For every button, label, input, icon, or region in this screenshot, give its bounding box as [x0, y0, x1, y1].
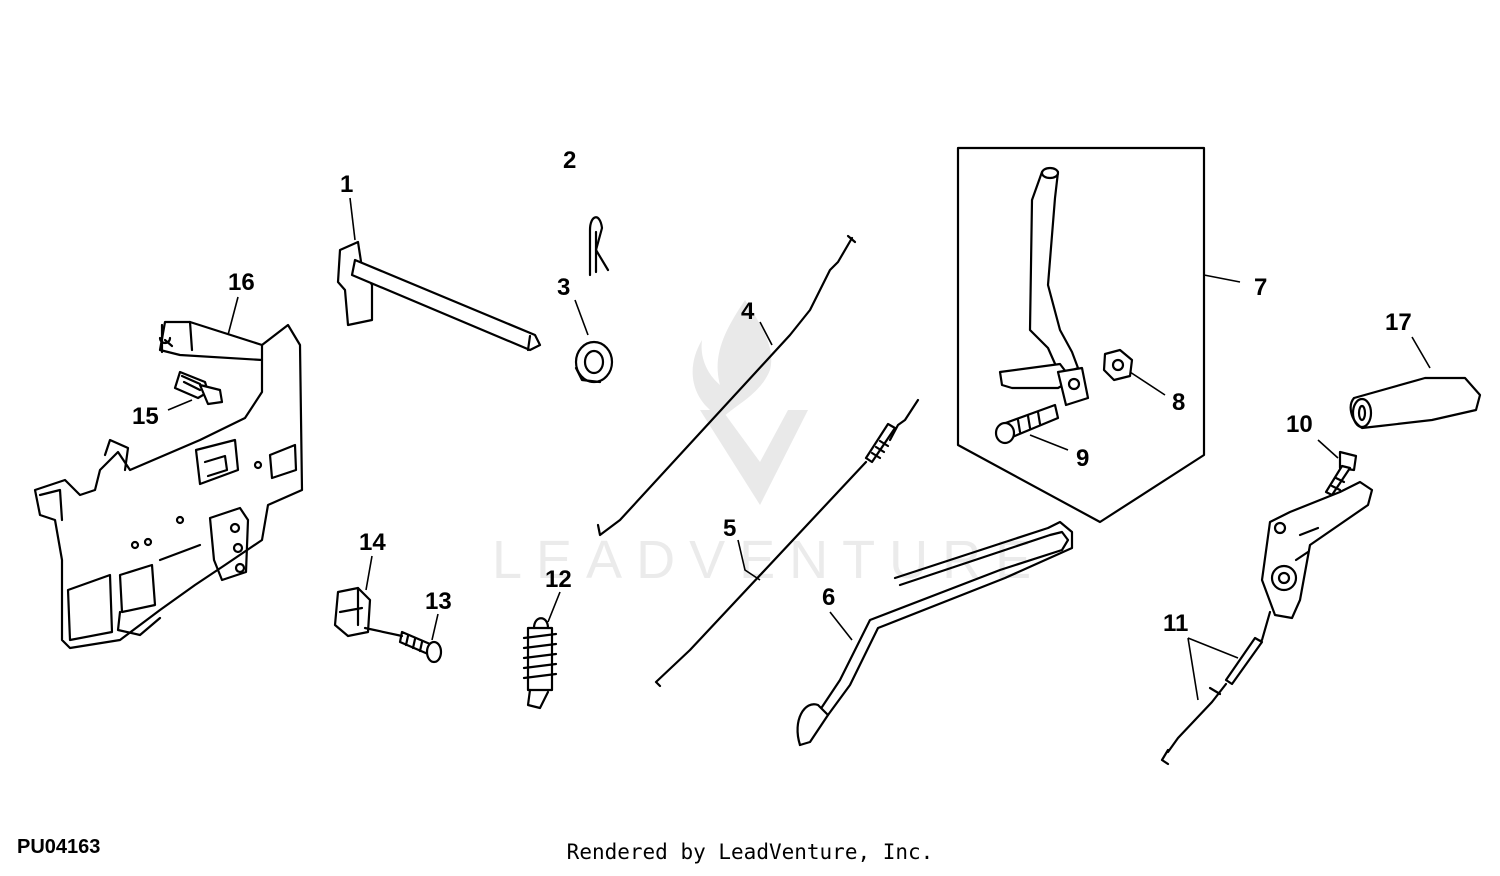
- part-1-shaft: [336, 240, 542, 352]
- callout-4: 4: [741, 298, 755, 325]
- callout-13: 13: [425, 588, 452, 615]
- part-6-handle-rod: [796, 520, 1074, 747]
- watermark-text: LEADVENTURE: [492, 530, 1045, 590]
- callout-1: 1: [340, 171, 353, 198]
- callout-10: 10: [1286, 411, 1313, 438]
- callout-12: 12: [545, 566, 572, 593]
- part-17-grip: [1349, 376, 1482, 430]
- part-2-cotter-pin: [588, 216, 610, 277]
- callout-17: 17: [1385, 309, 1412, 336]
- part-3-washer: [574, 340, 614, 384]
- part-16-bracket: [33, 320, 304, 650]
- callout-6: 6: [822, 584, 835, 611]
- part-15-bolt: [173, 370, 224, 406]
- part-5-cable: [654, 398, 920, 688]
- leader-lines: [167, 197, 1431, 701]
- diagram-code: PU04163: [17, 836, 101, 858]
- part-12-spring: [522, 617, 558, 710]
- callout-9: 9: [1076, 445, 1089, 472]
- callout-15: 15: [132, 403, 159, 430]
- callout-3: 3: [557, 274, 570, 301]
- part-10-bolt: [1324, 450, 1358, 497]
- callout-11: 11: [1163, 610, 1188, 637]
- callout-2: 2: [563, 147, 576, 174]
- callout-8: 8: [1172, 389, 1185, 416]
- part-7-assembly-box: [956, 146, 1206, 524]
- callout-7: 7: [1254, 274, 1267, 301]
- watermark-logo: [692, 300, 808, 505]
- callout-16: 16: [228, 269, 255, 296]
- callout-labels: 1 2 3 4 5 6 7 8 9 10 11 12 13 14 15 16 1…: [132, 147, 1412, 637]
- part-11-control-lever: [1160, 480, 1374, 766]
- callout-14: 14: [359, 529, 386, 556]
- callout-5: 5: [723, 515, 736, 542]
- part-13-screw: [363, 626, 443, 664]
- part-14-clip: [333, 586, 372, 638]
- part-4-rod: [596, 234, 857, 537]
- credit-line: Rendered by LeadVenture, Inc.: [566, 840, 934, 864]
